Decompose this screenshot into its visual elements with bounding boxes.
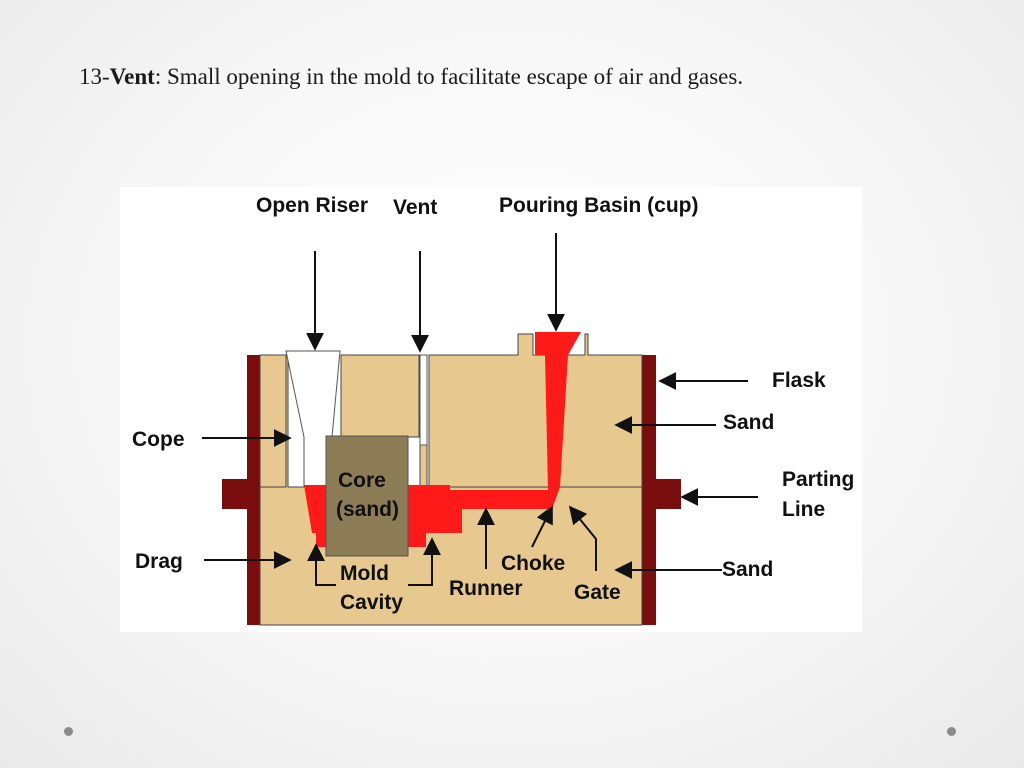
cope-sand-right — [428, 333, 643, 488]
slide-corner-dot-right — [947, 727, 956, 736]
title-term: Vent — [109, 64, 155, 89]
flask-pin-right — [655, 479, 681, 509]
flask-pin-left — [222, 479, 248, 509]
label-core-1: Core — [338, 469, 386, 492]
sand-casting-diagram: Open Riser Vent Pouring Basin (cup) Flas… — [120, 187, 862, 632]
label-parting-line-2: Line — [782, 498, 825, 521]
label-mold-cavity-2: Cavity — [340, 591, 403, 614]
arrow-choke — [531, 505, 553, 548]
flask-wall-left — [247, 355, 260, 625]
title-definition: : Small opening in the mold to facilitat… — [154, 64, 744, 89]
cope-sand-middle — [340, 354, 420, 438]
label-runner: Runner — [449, 577, 523, 600]
diagram-svg: Open Riser Vent Pouring Basin (cup) Flas… — [132, 194, 854, 626]
sprue-and-basin — [535, 332, 581, 509]
label-gate: Gate — [574, 581, 621, 604]
arrow-gate — [568, 505, 597, 571]
title-prefix: 13- — [79, 64, 110, 89]
label-vent: Vent — [393, 196, 437, 219]
arrow-mold-cavity-right — [408, 537, 441, 586]
arrow-mold-cavity-left — [307, 543, 336, 586]
slide-title: 13-Vent: Small opening in the mold to fa… — [79, 64, 743, 90]
label-cope: Cope — [132, 428, 185, 451]
label-drag: Drag — [135, 550, 183, 573]
label-choke: Choke — [501, 552, 565, 575]
label-open-riser: Open Riser — [256, 194, 368, 217]
cope-sand-left — [259, 354, 287, 488]
label-pouring-basin: Pouring Basin (cup) — [499, 194, 699, 217]
label-flask: Flask — [772, 369, 826, 392]
label-mold-cavity-1: Mold — [340, 562, 389, 585]
label-sand-lower: Sand — [722, 558, 773, 581]
label-core-2: (sand) — [336, 498, 399, 521]
label-sand-upper: Sand — [723, 411, 774, 434]
vent-channel — [419, 354, 428, 446]
slide-corner-dot-left — [64, 727, 73, 736]
label-parting-line-1: Parting — [782, 468, 854, 491]
core — [325, 435, 409, 557]
flask-wall-right — [642, 355, 656, 625]
